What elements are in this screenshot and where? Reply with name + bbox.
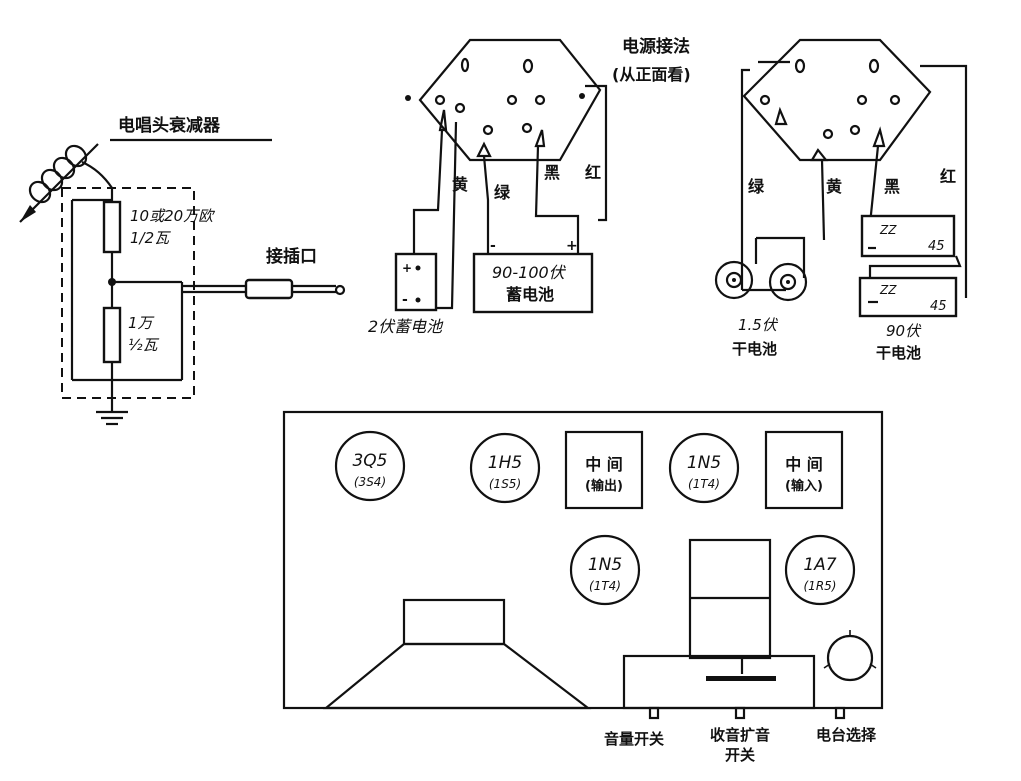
tube-1n5-b-top: 1N5: [588, 555, 622, 575]
wire-black-left: 黑: [544, 163, 560, 182]
battery-45v-1: [860, 214, 956, 258]
pickup-attenuator: 电唱头衰减器 10或20万欧 1/2瓦 1万 ½瓦: [19, 115, 346, 426]
label-mode-switch-2: 开关: [725, 746, 755, 764]
dry-cell-value: 1.5伏: [738, 316, 779, 334]
knob-volume: [648, 706, 660, 720]
b-label: 干电池: [876, 344, 921, 362]
tube-1a7-bottom: (1R5): [804, 579, 837, 593]
tuning-capacitor: [688, 538, 772, 674]
power-wiring-left: 黄 绿 黑 红 + - 2伏蓄电池 - + 90-100伏 蓄电池: [368, 38, 608, 336]
wire-red-left: 红: [585, 163, 601, 182]
wire-green-right: 绿: [748, 177, 765, 196]
battery-45v-2: [858, 276, 958, 318]
if-out-line1: 中 间: [585, 455, 623, 474]
tube-3q5: 3Q5 (3S4): [334, 430, 406, 502]
shield-box: [61, 187, 195, 399]
wire-green-left: 绿: [494, 183, 511, 202]
power-wiring-right: 绿 黄 黑 红 1.5伏 干电池 ZZ 45 ZZ 45 90伏 干电池: [714, 38, 968, 362]
tube-1h5: 1H5 (1S5): [469, 432, 541, 504]
resistor-1: [102, 200, 122, 254]
tube-1h5-top: 1H5: [488, 453, 522, 473]
if-transformer-in: 中 间 (输入): [764, 430, 844, 510]
power-title: 电源接法: [622, 36, 690, 57]
r1-power: 1/2瓦: [130, 229, 171, 247]
ground-symbol: [96, 410, 128, 426]
tube-3q5-top: 3Q5: [352, 451, 387, 471]
tube-1n5-b-bottom: (1T4): [589, 579, 621, 593]
tube-1a7-top: 1A7: [803, 555, 836, 575]
tube-socket-left: [418, 38, 602, 162]
tuning-knob: [826, 634, 874, 682]
knob-station: [834, 706, 846, 720]
cell-2v-label: 2伏蓄电池: [368, 317, 444, 336]
control-panel: [622, 630, 877, 720]
tube-1n5-a-top: 1N5: [687, 453, 721, 473]
r1-value: 10或20万欧: [130, 207, 216, 225]
tube-3q5-bottom: (3S4): [354, 475, 386, 489]
if-in-line1: 中 间: [785, 455, 823, 474]
if-out-line2: (输出): [585, 478, 623, 494]
b2-value: 45: [930, 299, 947, 314]
knob-mode: [734, 706, 746, 720]
dry-cell-label: 干电池: [732, 340, 777, 358]
label-volume-switch: 音量开关: [604, 730, 664, 748]
tube-1n5-b: 1N5 (1T4): [569, 534, 641, 606]
loudspeaker: [322, 598, 592, 710]
battery-90v: [472, 252, 594, 314]
resistor-2: [102, 306, 122, 364]
b1-code: ZZ: [879, 223, 897, 237]
if-in-line2: (输入): [785, 478, 823, 494]
dry-cell-2: [768, 262, 808, 302]
chassis-layout: 3Q5 (3S4) 1H5 (1S5) 1N5 (1T4) 1N5 (1T4) …: [282, 410, 884, 764]
bat-minus: -: [490, 238, 496, 254]
pickup-coil: [19, 143, 113, 223]
dry-cell-1: [714, 260, 754, 300]
bat-label-1: 90-100伏: [492, 263, 567, 282]
tube-1n5-a-bottom: (1T4): [688, 477, 720, 491]
jack-label: 接插口: [266, 246, 317, 267]
wire-red-right: 红: [940, 167, 956, 186]
label-station-select: 电台选择: [816, 726, 877, 744]
if-transformer-out: 中 间 (输出): [564, 430, 644, 510]
label-mode-switch-1: 收音扩音: [710, 726, 770, 744]
b2-code: ZZ: [879, 283, 897, 297]
cell-minus: -: [402, 292, 408, 308]
bat-plus: +: [566, 238, 578, 254]
attenuator-title: 电唱头衰减器: [118, 115, 221, 136]
tube-socket-right: [742, 38, 932, 162]
tube-1a7: 1A7 (1R5): [784, 534, 856, 606]
b1-value: 45: [928, 239, 945, 254]
jack-plug: [244, 278, 294, 300]
wire-black-right: 黑: [884, 177, 900, 196]
r2-value: 1万: [128, 314, 155, 332]
tube-1n5-a: 1N5 (1T4): [668, 432, 740, 504]
bat-label-2: 蓄电池: [506, 285, 554, 304]
power-subtitle: (从正面看): [612, 65, 691, 84]
wire-yellow-right: 黄: [826, 177, 842, 196]
r2-power: ½瓦: [128, 336, 160, 354]
tube-1h5-bottom: (1S5): [489, 477, 521, 491]
b-value: 90伏: [886, 322, 922, 340]
wire-yellow-left: 黄: [452, 175, 468, 194]
cell-plus: +: [402, 261, 412, 275]
